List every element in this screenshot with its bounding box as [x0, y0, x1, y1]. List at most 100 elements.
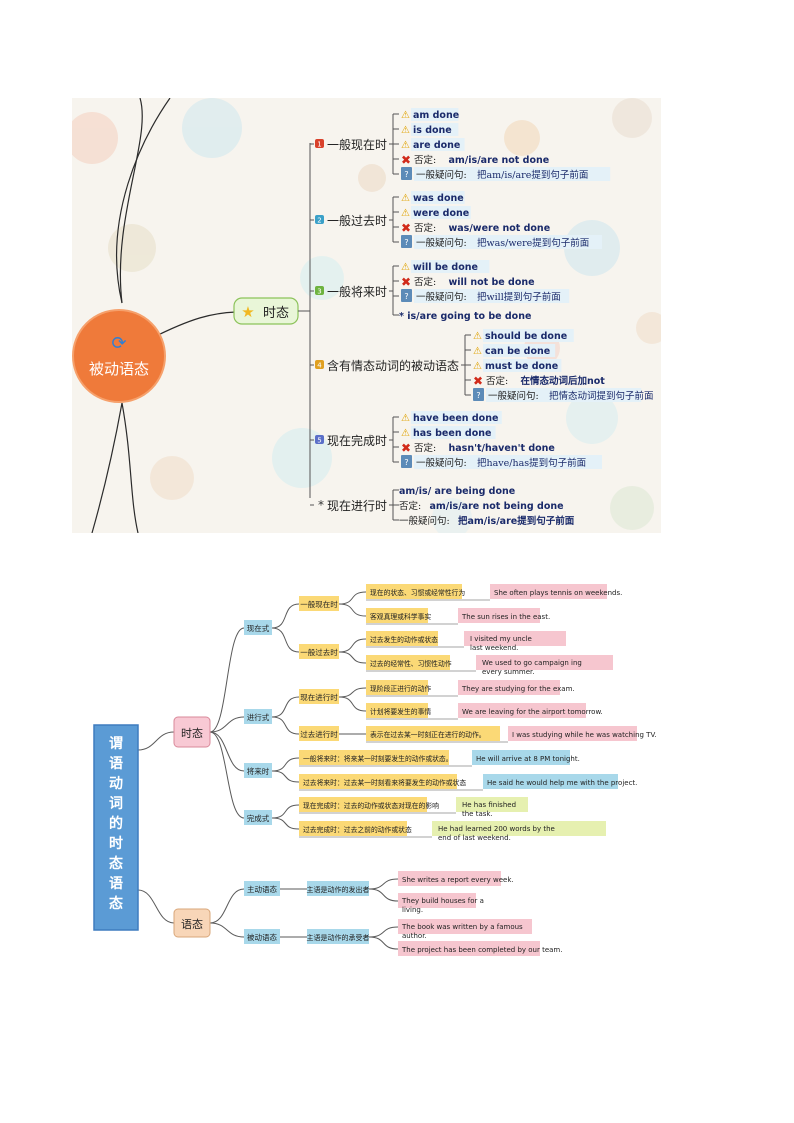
rule-text: 表示在过去某一时刻正在进行的动作。 — [370, 730, 486, 739]
voice-group-label: 被动语态 — [247, 932, 277, 942]
group-4-item-4: ✖否定:在情态动词后加not — [473, 374, 605, 388]
star-icon: ★ — [241, 303, 254, 321]
item-text: will be done — [413, 262, 478, 273]
item-prefix: 否定: — [414, 154, 436, 166]
item-prefix: 一般疑问句: — [488, 390, 539, 402]
sub-node-label: 一般现在时 — [300, 599, 338, 609]
sub-node-label: 现在进行时 — [300, 692, 338, 702]
question-icon — [473, 388, 484, 401]
item-prefix: 否定: — [399, 500, 421, 512]
tense-node: 时态 — [173, 716, 211, 748]
group-2-number-badge: 2 — [315, 215, 324, 225]
rule-10: 现在完成时：过去的动作或状态对现在的影响 — [299, 797, 456, 814]
item-text: hasn't/haven't done — [449, 443, 555, 454]
group-4-item-5: ? 一般疑问句: 把情态动词提到句子前面 — [473, 388, 654, 402]
group-3-item-2: ✖否定:will not be done — [401, 275, 535, 289]
svg-text:?: ? — [476, 391, 480, 400]
rule-5: 现阶段正进行的动作 — [366, 680, 458, 697]
example-10: He has finished the task. — [456, 797, 528, 818]
sub-node-4: 过去进行时 — [299, 726, 339, 741]
rule-6: 计划将要发生的事情 — [366, 703, 458, 720]
item-text: are done — [413, 140, 460, 151]
item-text: am/is/are not being done — [430, 501, 564, 512]
rule-text: 客观真理或科学事实 — [370, 612, 431, 621]
item-text: should be done — [485, 331, 567, 342]
item-prefix: 否定: — [414, 442, 436, 454]
rule-text: 现阶段正进行的动作 — [370, 684, 431, 693]
example-text: I was studying while he was watching TV. — [512, 731, 657, 739]
rule-7: 表示在过去某一时刻正在进行的动作。 — [366, 726, 508, 743]
voice-node: 语态 — [173, 908, 211, 938]
svg-text:3: 3 — [317, 288, 321, 296]
group-5-label: 现在完成时 — [327, 433, 387, 448]
group-2-item-1: ⚠was done — [401, 191, 465, 204]
svg-text:4: 4 — [317, 362, 322, 370]
group-1-item-4: ✖否定:am/is/are not done — [401, 153, 549, 167]
group-3-item-4: * is/are going to be done — [399, 311, 531, 322]
item-text: 把have/has提到句子前面 — [477, 457, 586, 469]
voice-group-1: 主动语态 — [244, 881, 280, 896]
rule-8: 一般将来时：将来某一时刻要发生的动作或状态。 — [299, 750, 472, 767]
group-5-item-2: ⚠has been done — [401, 426, 496, 439]
root-char: 语 — [109, 876, 123, 892]
item-text: 把will提到句子前面 — [477, 291, 561, 303]
example-8: He will arrive at 8 PM tonight. — [472, 750, 580, 765]
sub-node-label: 一般过去时 — [300, 647, 338, 657]
tense-group-label: 现在式 — [247, 623, 270, 633]
root-char: 态 — [109, 855, 123, 872]
root-char: 的 — [109, 815, 123, 832]
voice-desc-text: 主语是动作的发出者 — [307, 885, 370, 894]
example-text: We are leaving for the airport tomorrow. — [462, 708, 603, 716]
root-char: 时 — [109, 835, 123, 852]
warning-icon: ⚠ — [401, 125, 410, 136]
tense-group-label: 完成式 — [247, 813, 270, 823]
root-char: 动 — [109, 775, 123, 792]
group-4-item-1: ⚠should be done — [473, 329, 574, 342]
rule-1: 现在的状态、习惯或经常性行为 — [366, 584, 490, 601]
group-3-item-1: ⚠will be done — [401, 260, 490, 273]
example-5: They are studying for the exam. — [458, 680, 575, 695]
example-6: We are leaving for the airport tomorrow. — [458, 703, 603, 718]
group-6-label: 现在进行时 — [327, 499, 387, 513]
example-9: He said he would help me with the projec… — [483, 774, 637, 789]
warning-icon: ⚠ — [473, 346, 482, 357]
item-prefix: 否定: — [414, 276, 436, 288]
tense-group-3: 将来时 — [244, 763, 272, 778]
example-text: She writes a report every week. — [402, 876, 514, 884]
warning-icon: ⚠ — [473, 361, 482, 372]
group-4-item-2: ⚠can be done — [473, 344, 556, 357]
svg-text:?: ? — [404, 238, 408, 247]
item-text: were done — [413, 208, 469, 219]
nodes: 现在式进行式将来时完成式一般现在时一般过去时现在进行时过去进行时现在的状态、习惯… — [244, 584, 657, 956]
item-text: am/is/are not done — [449, 155, 550, 166]
group-2-label: 一般过去时 — [327, 213, 387, 228]
voice-desc-text: 主语是动作的承受者 — [307, 933, 370, 942]
warning-icon: ⚠ — [401, 413, 410, 424]
refresh-icon: ⟳ — [111, 333, 126, 354]
sub-node-1: 一般现在时 — [299, 596, 339, 611]
item-text: 在情态动词后加not — [521, 375, 606, 387]
cross-icon: ✖ — [473, 374, 483, 388]
item-text: 把情态动词提到句子前面 — [549, 390, 654, 402]
item-prefix: 一般疑问句: — [416, 291, 467, 303]
group-6-item-3: 一般疑问句:把am/is/are提到句子前面 — [399, 515, 575, 527]
sub-node-2: 一般过去时 — [299, 644, 339, 659]
cross-icon: ✖ — [401, 221, 411, 235]
example-2: The sun rises in the east. — [458, 608, 550, 623]
root-char: 态 — [109, 895, 123, 912]
rule-11: 过去完成时：过去之前的动作或状态 — [299, 821, 432, 838]
verb-tense-voice-mindmap: 谓语动词的时态语态 时态 语态 现在式进行式将来时完成式一般现在时一般过去时现在… — [0, 560, 794, 980]
item-prefix: 否定: — [414, 222, 436, 234]
root-char: 谓 — [109, 736, 123, 752]
rule-text: 过去发生的动作或状态 — [370, 635, 438, 644]
svg-text:1: 1 — [317, 141, 321, 149]
